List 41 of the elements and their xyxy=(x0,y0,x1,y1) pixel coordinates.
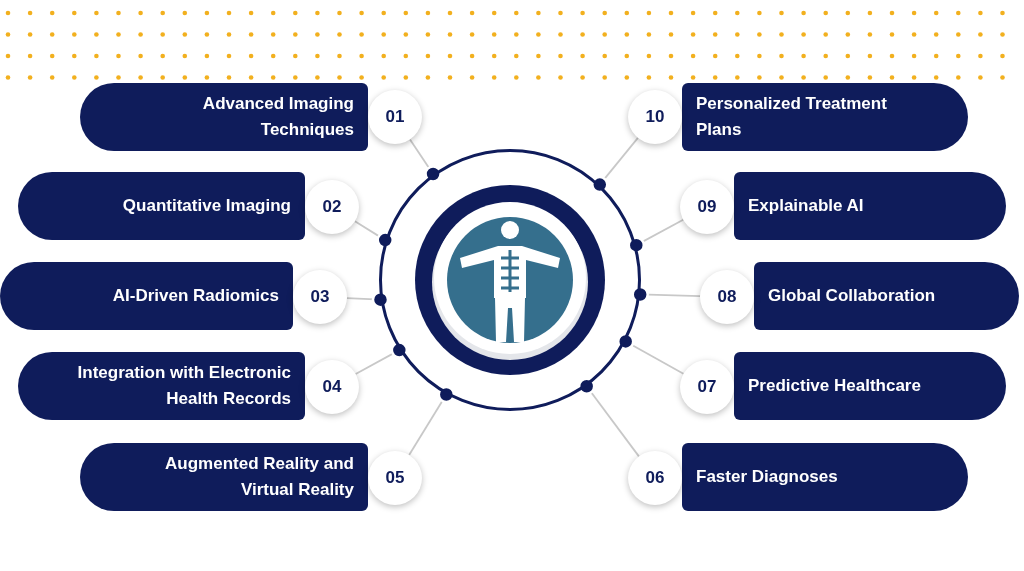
connector-line xyxy=(591,137,639,194)
topic-pill xyxy=(80,83,368,151)
number-badge: 02 xyxy=(305,180,359,234)
connector-line xyxy=(631,285,701,304)
connector-line xyxy=(354,220,394,249)
topic-label: AI-Driven Radiomics xyxy=(112,284,279,307)
topic-label: Explainable AI xyxy=(748,194,864,217)
topic-pill xyxy=(80,443,368,511)
topic-pill xyxy=(734,172,1006,240)
connector-line xyxy=(409,138,442,183)
topic-label: Quantitative Imaging xyxy=(122,194,291,217)
number-badge: 03 xyxy=(293,270,347,324)
connector-line xyxy=(354,341,409,375)
number-badge: 07 xyxy=(680,360,734,414)
topic-pill xyxy=(18,352,305,420)
ring-circle xyxy=(379,149,641,411)
topic-pill xyxy=(0,262,293,330)
number-badge: 05 xyxy=(368,451,422,505)
number-badge: 04 xyxy=(305,360,359,414)
number-badge: 01 xyxy=(368,90,422,144)
connector-line xyxy=(408,385,456,456)
topic-pill xyxy=(754,262,1019,330)
topic-label: Predictive Healthcare xyxy=(748,374,921,397)
number-badge: 09 xyxy=(680,180,734,234)
number-badge: 08 xyxy=(700,270,754,324)
topic-label: Faster Diagnoses xyxy=(696,465,838,488)
number-badge: 06 xyxy=(628,451,682,505)
connector-line xyxy=(616,332,685,375)
connector-line xyxy=(627,218,685,254)
topic-pill xyxy=(682,83,968,151)
topic-label: Global Collaboration xyxy=(768,284,936,307)
topic-pill xyxy=(18,172,305,240)
number-badge: 10 xyxy=(628,90,682,144)
topic-label: Personalized Treatment Plans xyxy=(696,92,888,141)
topic-label: Augmented Reality and Virtual Reality xyxy=(164,452,354,501)
topic-label: Integration with Electronic Health Records xyxy=(76,361,291,410)
topic-pill xyxy=(734,352,1006,420)
topic-pill xyxy=(682,443,968,511)
connector-line xyxy=(577,377,640,458)
topic-label: Advanced Imaging Techniques xyxy=(201,92,354,141)
connector-line xyxy=(346,290,390,309)
